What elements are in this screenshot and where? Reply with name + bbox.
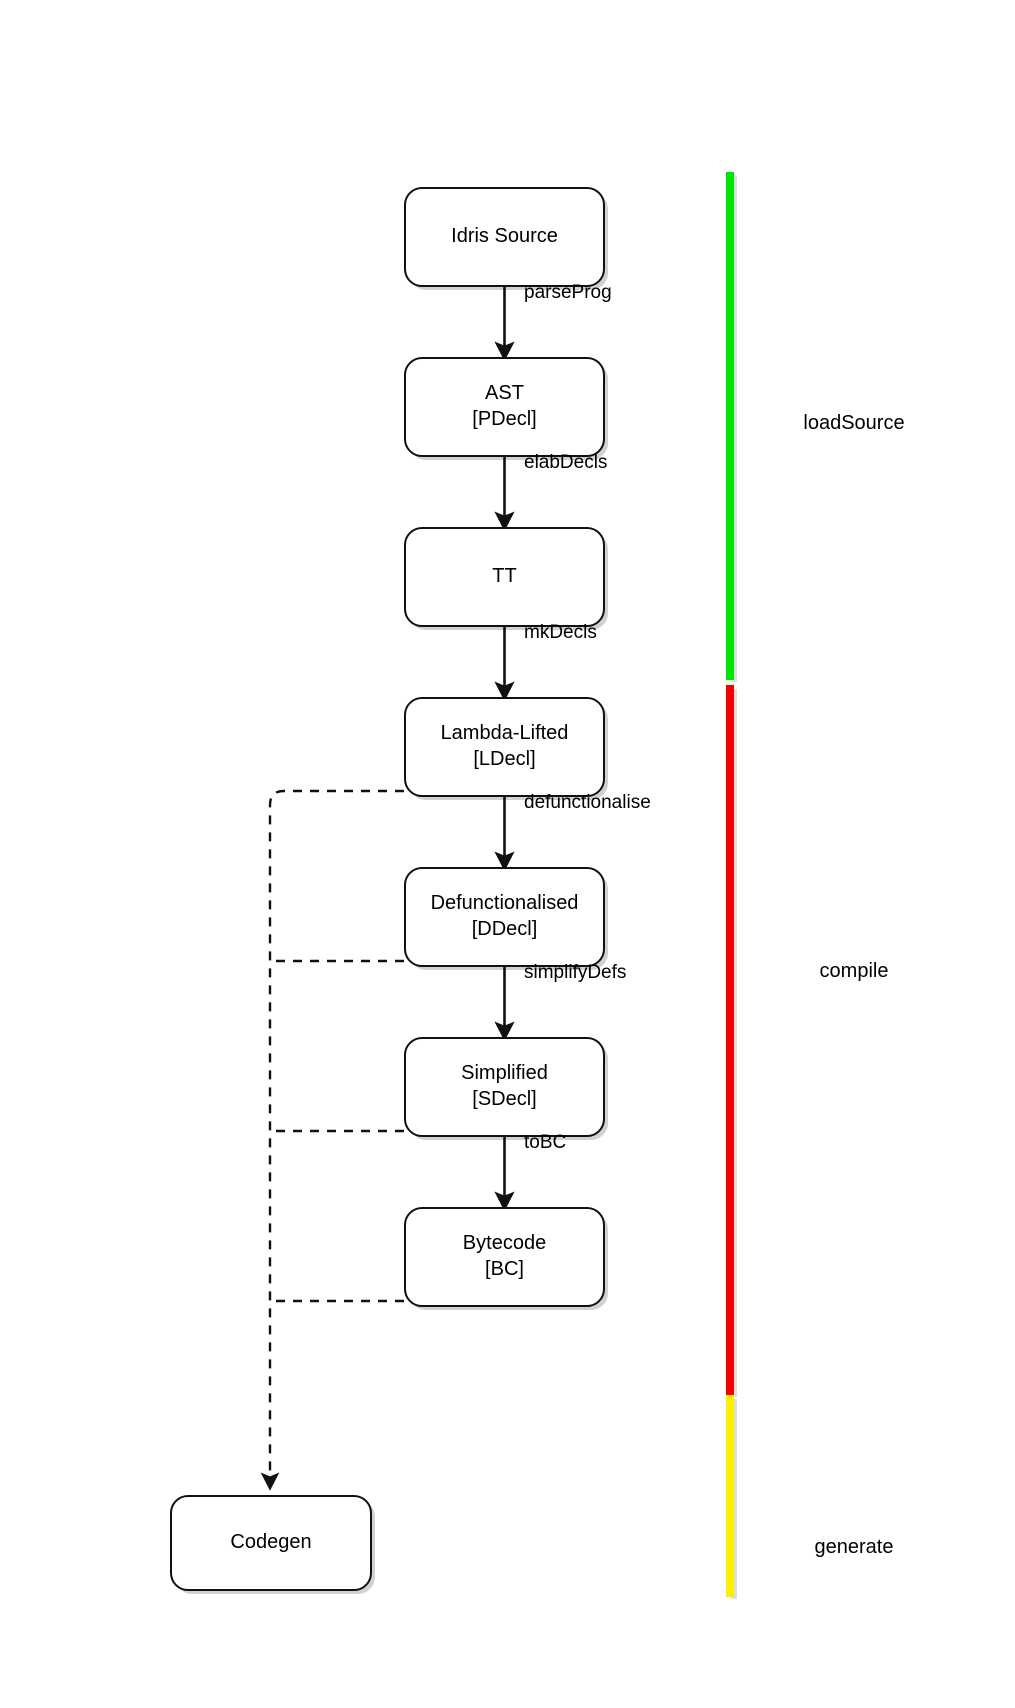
edge-label-mkDecls: mkDecls [524,622,597,643]
phase-label-loadSource: loadSource [803,412,905,434]
phase-bar-generate [726,1395,734,1597]
node-label-type: [PDecl] [472,408,537,430]
edge-label-parseProg: parseProg [524,282,612,303]
phase-label-compile: compile [819,960,889,982]
node-label-type: [DDecl] [471,918,538,940]
node-defunctionalised[interactable]: Defunctionalised [DDecl] [404,867,605,967]
edge-label-elabDecls: elabDecls [524,452,608,473]
node-bytecode[interactable]: Bytecode [BC] [404,1207,605,1307]
node-label-type: [BC] [485,1258,524,1280]
phase-bar-loadSource [726,172,734,680]
phase-label-generate: generate [814,1536,894,1558]
node-simplified[interactable]: Simplified [SDecl] [404,1037,605,1137]
node-label-type: [SDecl] [472,1088,537,1110]
edge-label-defunctionalise: defunctionalise [524,792,651,813]
phase-bar-compile [726,685,734,1395]
edge-label-toBC: toBC [524,1132,567,1153]
node-idris-source[interactable]: Idris Source [404,187,605,287]
node-label-primary: Bytecode [462,1232,547,1255]
node-label-primary: Lambda-Lifted [440,722,569,745]
node-label-primary: Idris Source [451,225,558,248]
node-tt[interactable]: TT [404,527,605,627]
node-label-primary: AST [485,382,524,405]
dashed-edge-from-lambda-lifted [260,789,404,1491]
node-label-primary: Codegen [230,1531,312,1554]
node-label-primary: Simplified [461,1062,548,1085]
node-codegen[interactable]: Codegen [170,1495,372,1591]
dashed-edges [260,789,404,1491]
node-ast[interactable]: AST [PDecl] [404,357,605,457]
node-label-primary: TT [492,565,517,588]
edge-label-simplifyDefs: simplifyDefs [524,962,627,983]
node-label-type: [LDecl] [473,748,536,770]
node-label-primary: Defunctionalised [430,892,579,915]
node-lambda-lifted[interactable]: Lambda-Lifted [LDecl] [404,697,605,797]
